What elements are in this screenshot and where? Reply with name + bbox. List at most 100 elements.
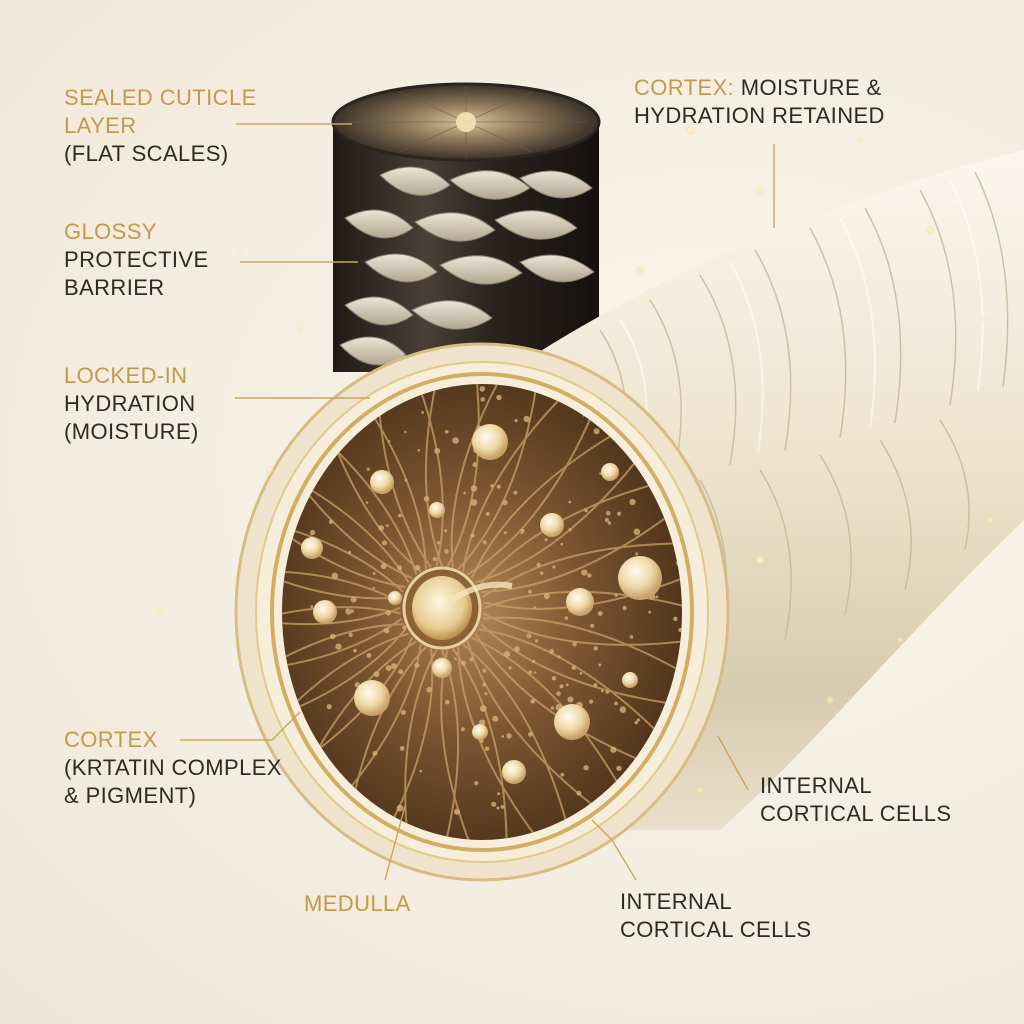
label-locked-in-line3: (MOISTURE) bbox=[64, 419, 199, 444]
pigment-granule bbox=[444, 699, 450, 705]
pigment-granule bbox=[432, 556, 437, 562]
keratin-fiber bbox=[471, 636, 620, 786]
pigment-granule bbox=[617, 511, 622, 516]
pigment-granule bbox=[533, 606, 536, 609]
pigment-granule bbox=[629, 635, 634, 639]
pigment-granule bbox=[535, 639, 539, 643]
pigment-granule bbox=[396, 804, 404, 812]
pigment-granule bbox=[629, 498, 636, 506]
pigment-granule bbox=[328, 519, 333, 525]
pigment-granule bbox=[500, 805, 505, 809]
pigment-granule bbox=[583, 765, 589, 771]
dark-cuticle-strand bbox=[331, 82, 601, 372]
label-cortex-moisture-retained: CORTEX: MOISTURE & HYDRATION RETAINED bbox=[634, 74, 885, 130]
pigment-granule bbox=[508, 666, 512, 670]
label-cortex-top-line2: HYDRATION RETAINED bbox=[634, 103, 885, 128]
pigment-granule bbox=[565, 683, 569, 687]
pigment-granule bbox=[470, 499, 478, 506]
pigment-granule bbox=[597, 611, 603, 616]
pigment-granule bbox=[587, 573, 592, 578]
pigment-granule bbox=[514, 646, 520, 652]
pigment-granule bbox=[636, 718, 640, 722]
label-cortex-left-line1: CORTEX bbox=[64, 727, 158, 752]
keratin-fiber bbox=[450, 384, 508, 568]
label-cortex-top-line1: MOISTURE & bbox=[740, 75, 882, 100]
keratin-fiber bbox=[462, 390, 568, 572]
pigment-granule bbox=[326, 704, 332, 710]
pigment-granule bbox=[353, 648, 357, 653]
pigment-granule bbox=[497, 792, 501, 796]
keratin-fiber bbox=[282, 570, 401, 604]
pigment-granule bbox=[372, 750, 378, 756]
pigment-granule bbox=[485, 512, 490, 516]
pigment-granule bbox=[383, 627, 390, 634]
keratin-fiber bbox=[452, 648, 508, 840]
pigment-granule bbox=[490, 484, 494, 488]
label-internal-bottom-line1: INTERNAL bbox=[620, 889, 732, 914]
pigment-granule bbox=[484, 692, 488, 696]
pigment-granule bbox=[397, 513, 402, 518]
pigment-granule bbox=[606, 510, 611, 516]
pigment-granule bbox=[514, 419, 518, 423]
pigment-granule bbox=[556, 691, 561, 696]
pigment-granule bbox=[543, 593, 550, 600]
label-locked-in-line1: LOCKED-IN bbox=[64, 363, 188, 388]
pigment-granule bbox=[593, 683, 598, 688]
pigment-granule bbox=[496, 394, 502, 401]
pigment-granule bbox=[414, 564, 421, 571]
pigment-granule bbox=[463, 491, 466, 495]
pigment-granule bbox=[484, 746, 490, 752]
pigment-granule bbox=[503, 531, 507, 535]
pigment-granule bbox=[385, 524, 389, 527]
pigment-granule bbox=[452, 437, 459, 444]
pigment-granule bbox=[559, 684, 564, 689]
pigment-granule bbox=[335, 643, 342, 650]
pigment-granule bbox=[576, 790, 582, 796]
label-internal-cortical-cells-right: INTERNAL CORTICAL CELLS bbox=[760, 772, 951, 828]
pigment-granule bbox=[598, 663, 602, 667]
pigment-granule bbox=[444, 549, 449, 554]
pigment-granule bbox=[404, 430, 407, 434]
label-cortex-keratin-pigment: CORTEX (KRTATIN COMPLEX & PIGMENT) bbox=[64, 726, 282, 810]
label-sealed-cuticle-line1: SEALED CUTICLE bbox=[64, 85, 257, 110]
keratin-fiber bbox=[457, 384, 539, 570]
pigment-granule bbox=[400, 709, 406, 715]
pigment-granule bbox=[385, 610, 391, 616]
pigment-granule bbox=[474, 781, 479, 786]
pigment-granule bbox=[604, 518, 610, 523]
pigment-granule bbox=[673, 616, 678, 621]
pigment-granule bbox=[528, 731, 533, 737]
pigment-granule bbox=[472, 462, 478, 468]
pigment-granule bbox=[417, 448, 421, 452]
pigment-granule bbox=[480, 397, 486, 402]
pigment-granule bbox=[579, 672, 583, 675]
label-internal-right-line2: CORTICAL CELLS bbox=[760, 801, 952, 826]
pigment-granule bbox=[593, 428, 600, 435]
pigment-granule bbox=[372, 572, 376, 575]
keratin-fiber bbox=[282, 511, 404, 593]
keratin-fiber bbox=[282, 618, 402, 674]
label-cortex-left-line3: & PIGMENT) bbox=[64, 783, 197, 808]
label-locked-in-line2: HYDRATION bbox=[64, 391, 196, 416]
keratin-fiber bbox=[282, 623, 404, 705]
pigment-granule bbox=[588, 699, 594, 704]
pigment-granule bbox=[378, 525, 385, 531]
label-glossy-line1: GLOSSY bbox=[64, 219, 157, 244]
keratin-fiber bbox=[282, 454, 410, 583]
pigment-granule bbox=[434, 447, 441, 454]
keratin-fiber bbox=[480, 623, 674, 705]
pigment-granule bbox=[482, 682, 486, 687]
pigment-granule bbox=[564, 616, 568, 620]
keratin-fiber bbox=[282, 607, 401, 626]
pigment-granule bbox=[469, 657, 474, 662]
label-sealed-cuticle-line2: LAYER bbox=[64, 113, 137, 138]
label-internal-cortical-cells-bottom: INTERNAL CORTICAL CELLS bbox=[620, 888, 811, 944]
pigment-granule bbox=[544, 538, 548, 542]
keratin-fiber bbox=[282, 628, 407, 734]
pigment-granule bbox=[540, 571, 544, 575]
pigment-granule bbox=[560, 772, 565, 777]
pigment-granule bbox=[584, 508, 588, 513]
pigment-granule bbox=[520, 528, 525, 533]
pigment-granule bbox=[348, 633, 353, 637]
pigment-granule bbox=[506, 733, 512, 739]
